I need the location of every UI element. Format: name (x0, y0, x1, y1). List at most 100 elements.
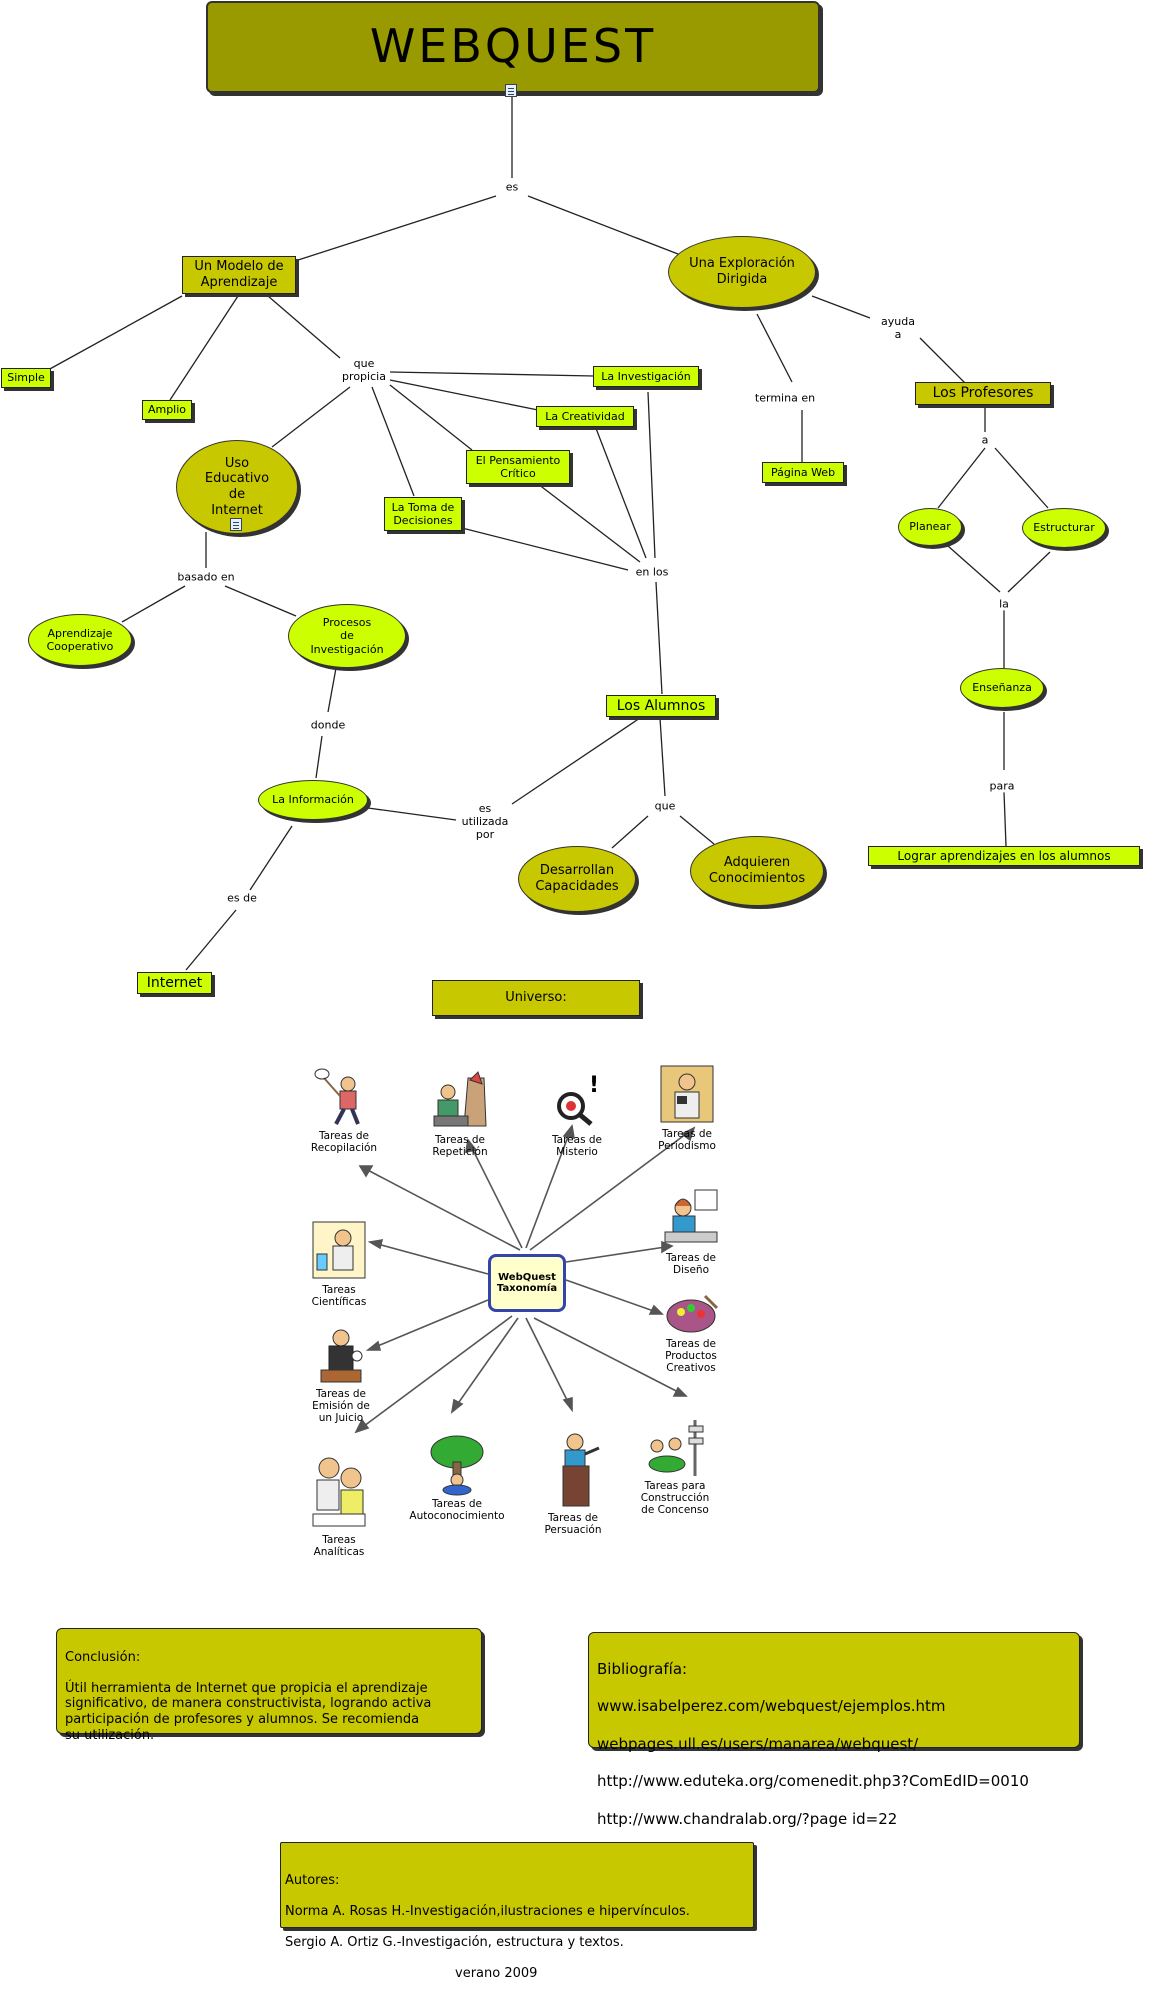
node-toma-decisiones: La Toma de Decisiones (384, 497, 462, 531)
taxonomy-arrow (525, 1317, 573, 1411)
link-label-que: que (654, 799, 676, 813)
task-label: Tareas Científicas (311, 1284, 367, 1309)
task-repeticion: Tareas de Repetición (405, 1046, 515, 1158)
taxonomy-arrowhead (672, 1386, 688, 1397)
link-line (659, 717, 666, 797)
node-adquieren-conocimientos: Adquieren Conocimientos (690, 836, 824, 906)
link-line (947, 545, 1001, 593)
taxonomy-center-label: WebQuest Taxonomía (496, 1272, 558, 1294)
taxonomy-arrow (467, 1139, 523, 1249)
link-label-la: la (999, 597, 1009, 611)
link-line (811, 295, 871, 319)
taxonomy-arrowhead (450, 1398, 464, 1414)
bibliografia-heading: Bibliografía: (597, 1659, 688, 1678)
link-line (47, 295, 183, 371)
task-periodismo: Tareas de Periodismo (632, 1040, 742, 1152)
task-recopilacion: Tareas de Recopilación (289, 1042, 399, 1154)
node-lograr-aprendizajes: Lograr aprendizajes en los alumnos (868, 846, 1140, 866)
link-line (185, 909, 237, 971)
node-pagina-web: Página Web (762, 462, 844, 483)
link-line (937, 447, 986, 509)
link-label-que-propicia: que propicia (342, 356, 386, 384)
link-label-termina-en: termina en (754, 391, 816, 405)
bibliografia-item[interactable]: www.isabelperez.com/webquest/ejemplos.ht… (597, 1697, 946, 1716)
link-line (537, 483, 641, 563)
task-illustration (430, 1058, 490, 1127)
title-node: WEBQUEST (206, 1, 820, 93)
document-icon[interactable] (230, 518, 242, 531)
taxonomy-arrowhead (648, 1304, 664, 1315)
document-icon[interactable] (505, 84, 517, 97)
link-line (511, 717, 641, 805)
autores-line: Norma A. Rosas H.-Investigación,ilustrac… (285, 1903, 690, 1919)
task-cientificas: Tareas Científicas (284, 1196, 394, 1308)
concept-map-links (47, 96, 1051, 1434)
node-la-informacion: La Información (258, 780, 368, 820)
link-line (461, 527, 629, 571)
link-line (611, 815, 649, 849)
node-desarrollan-capacidades: Desarrollan Capacidades (518, 846, 636, 912)
bibliografia-box: Bibliografía: www.isabelperez.com/webque… (588, 1632, 1080, 1828)
link-line (756, 313, 793, 383)
link-line (367, 807, 457, 821)
task-label: Tareas de Misterio (551, 1134, 603, 1159)
bibliografia-item[interactable]: webpages.ull.es/users/manarea/webquest/ (597, 1734, 919, 1753)
link-label-basado-en: basado en (177, 570, 235, 584)
bibliografia-item[interactable]: http://www.eduteka.org/comenedit.php3?Co… (597, 1772, 1029, 1791)
task-label: Tareas de Repetición (432, 1134, 488, 1159)
taxonomy-arrow (359, 1165, 521, 1251)
task-persuacion: Tareas de Persuación (518, 1406, 628, 1536)
task-label: Tareas de Autoconocimiento (409, 1498, 505, 1523)
autores-heading: Autores: (285, 1872, 340, 1888)
taxonomy-arrow (565, 1245, 673, 1263)
link-line (527, 195, 679, 255)
node-procesos-investigacion: Procesos de Investigación (288, 604, 406, 668)
taxonomy-arrowhead (354, 1418, 370, 1434)
taxonomy-arrow (529, 1127, 695, 1251)
task-illustration (543, 1418, 603, 1507)
link-line (371, 386, 415, 497)
link-label-donde: donde (310, 718, 346, 732)
task-illustration (661, 1280, 721, 1333)
task-productos-creativos: Tareas de Productos Creativos (636, 1268, 746, 1374)
node-pensamiento-critico: El Pensamiento Crítico (466, 450, 570, 484)
node-simple: Simple (1, 368, 51, 388)
task-label: Tareas de Emisión de un Juicio (312, 1388, 370, 1425)
taxonomy-arrowhead (661, 1240, 674, 1254)
taxonomy-arrow (565, 1279, 663, 1315)
conclusion-box: Conclusión: Útil herramienta de Internet… (56, 1628, 482, 1743)
node-la-creatividad: La Creatividad (536, 406, 634, 427)
link-line (121, 585, 186, 623)
autores-box: Autores: Norma A. Rosas H.-Investigación… (280, 1842, 754, 1981)
link-line (389, 371, 595, 377)
task-misterio: ! Tareas de Misterio (522, 1046, 632, 1158)
task-illustration (309, 1208, 369, 1279)
task-illustration (657, 1052, 717, 1123)
link-label-para: para (989, 779, 1015, 793)
svg-text:!: ! (589, 1073, 599, 1098)
link-label-ayuda-a: ayuda a (881, 314, 915, 342)
autores-fecha: verano 2009 (455, 1966, 538, 1982)
node-amplio: Amplio (142, 400, 192, 420)
link-line (291, 195, 497, 263)
task-illustration (645, 1404, 705, 1477)
task-label: Tareas Analíticas (313, 1534, 365, 1559)
conclusion-body: Útil herramienta de Internet que propici… (65, 1680, 432, 1743)
task-label: Tareas de Persuación (544, 1512, 602, 1537)
link-line (647, 391, 656, 559)
link-label-es: es (505, 180, 519, 194)
bibliografia-item[interactable]: http://www.chandralab.org/?page id=22 (597, 1809, 898, 1828)
link-line (591, 417, 647, 559)
task-analiticas: Tareas Analíticas (284, 1424, 394, 1558)
link-line (1003, 791, 1007, 847)
link-line (1007, 551, 1051, 593)
node-internet: Internet (137, 972, 212, 994)
task-construccion-concenso: Tareas para Construcción de Concenso (620, 1392, 730, 1516)
node-aprendizaje-cooperativo: Aprendizaje Cooperativo (28, 614, 132, 666)
taxonomy-center-badge: WebQuest Taxonomía (488, 1254, 566, 1312)
link-line (249, 825, 293, 891)
task-illustration (311, 1312, 371, 1383)
taxonomy-arrowhead (465, 1138, 478, 1154)
taxonomy-arrow (525, 1125, 573, 1249)
taxonomy-arrow (367, 1299, 489, 1351)
